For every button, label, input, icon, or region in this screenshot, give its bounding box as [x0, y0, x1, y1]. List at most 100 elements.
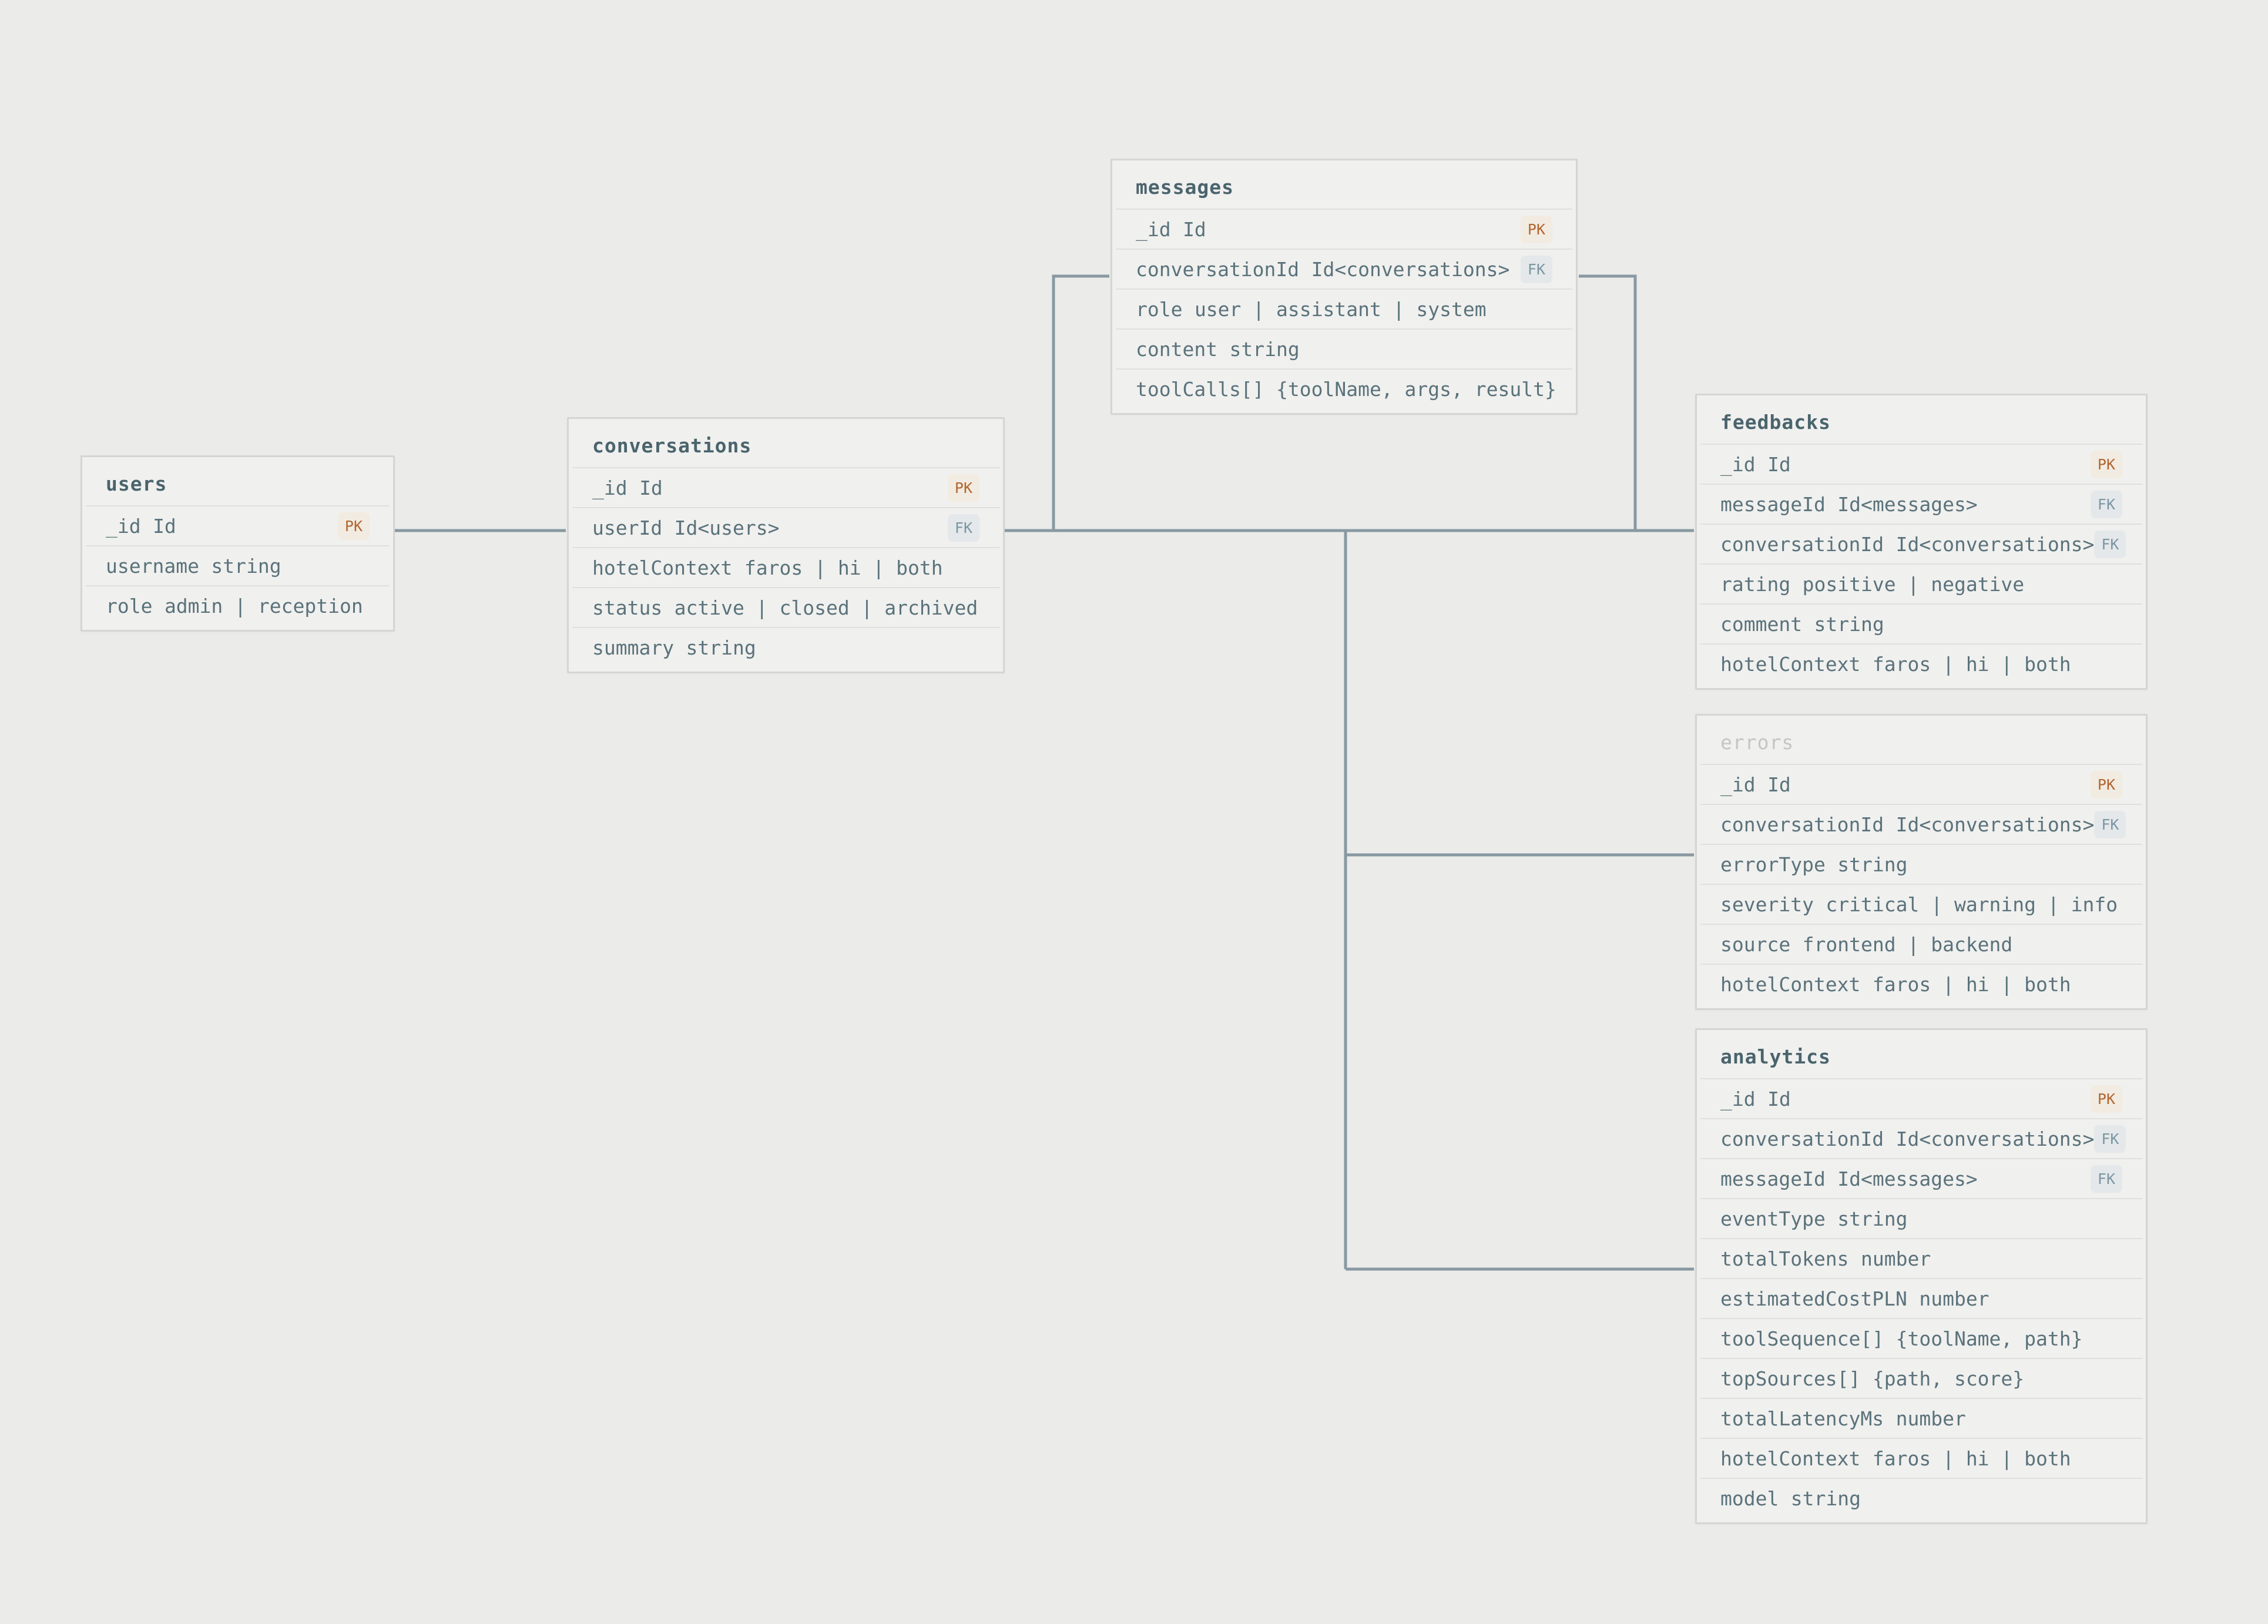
pk-badge: PK — [2090, 450, 2122, 478]
relationship-line-messages-left-bracket — [1052, 274, 1109, 532]
field-name: status — [592, 596, 663, 619]
field-row-messages-conversationId: conversationId Id<conversations> FK — [1116, 249, 1572, 288]
field-row-analytics-estimatedCostPLN: estimatedCostPLN number — [1700, 1278, 2142, 1318]
field-row-analytics-toolSequence: toolSequence[]{toolName, path} — [1700, 1318, 2142, 1358]
field-type: faros | hi | both — [1872, 652, 2071, 676]
table-title-analytics: analytics — [1720, 1045, 1831, 1068]
field-type: Id<conversations> — [1311, 257, 1510, 281]
field-name: errorType — [1720, 853, 1826, 876]
field-name: toolSequence[] — [1720, 1327, 1884, 1350]
field-name: hotelContext — [1720, 972, 1861, 996]
field-type: number — [1919, 1287, 1989, 1310]
field-type: string — [686, 636, 756, 659]
pk-badge: PK — [2090, 1085, 2122, 1113]
field-name: model — [1720, 1487, 1779, 1510]
fk-badge: FK — [1520, 255, 1552, 283]
field-type: critical | warning | info — [1826, 892, 2118, 916]
pk-badge: PK — [337, 512, 370, 540]
field-name: conversationId — [1720, 813, 1884, 836]
pk-badge: PK — [1520, 215, 1552, 243]
field-type: Id — [639, 476, 663, 499]
field-type: faros | hi | both — [1872, 972, 2071, 996]
field-name: role — [106, 594, 153, 618]
fk-badge: FK — [2090, 490, 2122, 518]
field-type: active | closed | archived — [674, 596, 978, 619]
field-row-feedbacks-rating: rating positive | negative — [1700, 563, 2142, 603]
field-row-feedbacks-comment: comment string — [1700, 603, 2142, 643]
field-row-conversations-status: status active | closed | archived — [572, 587, 999, 627]
field-name: hotelContext — [592, 556, 733, 579]
field-name: hotelContext — [1720, 1447, 1861, 1470]
field-name: messageId — [1720, 1167, 1826, 1190]
field-type: string — [1837, 853, 1908, 876]
field-name: totalLatencyMs — [1720, 1407, 1884, 1430]
field-name: conversationId — [1720, 532, 1884, 556]
field-type: Id<conversations> — [1895, 532, 2095, 556]
field-row-errors-hotelContext: hotelContext faros | hi | both — [1700, 964, 2142, 1004]
field-row-errors-severity: severity critical | warning | info — [1700, 884, 2142, 924]
field-type: string — [1837, 1207, 1908, 1230]
field-name: content — [1136, 337, 1218, 361]
field-type: Id<users> — [674, 516, 780, 539]
field-name: _id — [1136, 217, 1171, 241]
field-name: _id — [1720, 773, 1756, 796]
field-name: conversationId — [1136, 257, 1300, 281]
field-type: Id — [1767, 1087, 1791, 1110]
field-name: estimatedCostPLN — [1720, 1287, 1907, 1310]
field-row-analytics-topSources: topSources[]{path, score} — [1700, 1358, 2142, 1398]
field-type: Id<conversations> — [1895, 1127, 2095, 1150]
field-type: string — [1229, 337, 1300, 361]
field-name: username — [106, 554, 199, 578]
table-title-feedbacks: feedbacks — [1720, 410, 1831, 434]
field-type: {path, score} — [1872, 1367, 2025, 1390]
field-name: userId — [592, 516, 663, 539]
fk-badge: FK — [2094, 1125, 2126, 1153]
fk-badge: FK — [2094, 530, 2126, 558]
field-name: comment — [1720, 612, 1803, 636]
fk-badge: FK — [2090, 1165, 2122, 1193]
field-type: frontend | backend — [1802, 932, 2013, 956]
field-name: conversationId — [1720, 1127, 1884, 1150]
field-type: Id — [153, 514, 176, 538]
field-row-users-username: username string — [86, 545, 390, 585]
field-row-analytics-conversationId: conversationId Id<conversations>FK — [1700, 1118, 2142, 1158]
field-type: admin | reception — [164, 594, 363, 618]
field-row-messages-toolCalls: toolCalls[]{toolName, args, result} — [1116, 368, 1572, 408]
table-title-users: users — [106, 472, 167, 495]
field-type: positive | negative — [1802, 572, 2025, 596]
table-title-conversations: conversations — [592, 434, 752, 457]
fk-badge: FK — [2094, 810, 2126, 838]
field-type: Id — [1767, 452, 1791, 476]
field-type: string — [211, 554, 281, 578]
field-name: rating — [1720, 572, 1791, 596]
field-name: severity — [1720, 892, 1814, 916]
field-type: user | assistant | system — [1194, 297, 1487, 321]
field-name: _id — [592, 476, 628, 499]
pk-badge: PK — [2090, 770, 2122, 798]
field-row-errors-errorType: errorType string — [1700, 844, 2142, 884]
field-type: string — [1814, 612, 1884, 636]
